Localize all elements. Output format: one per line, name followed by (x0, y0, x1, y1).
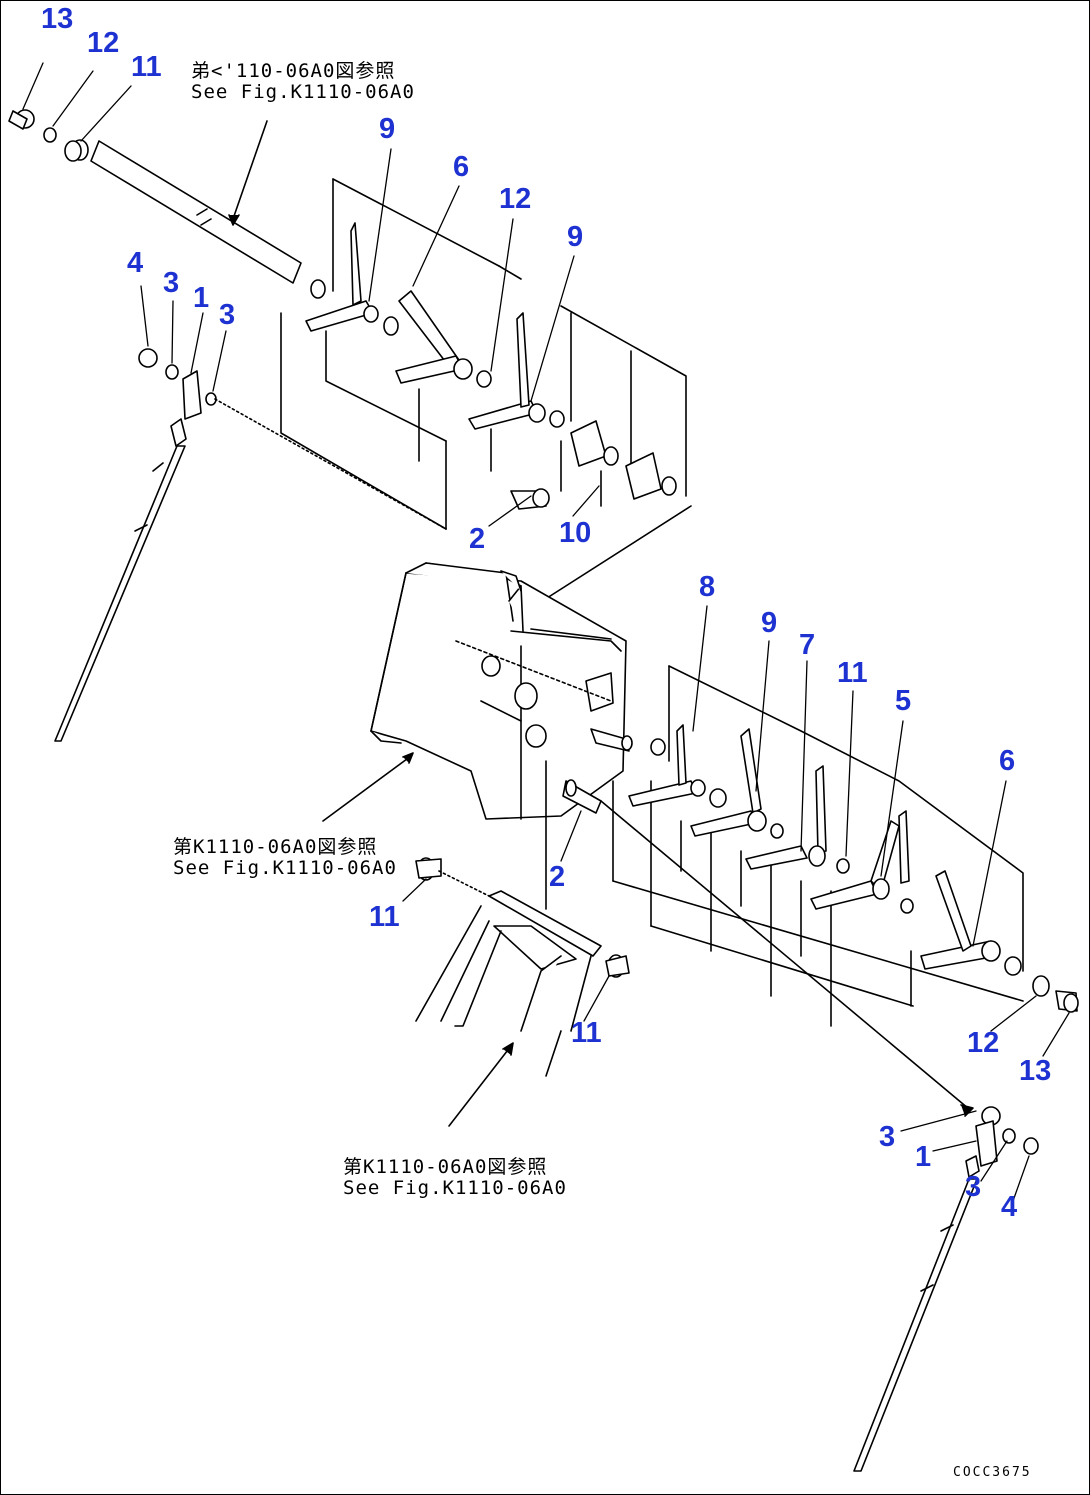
callout-9: 9 (379, 113, 396, 145)
reference-jp-text: 第K1110-06A0図参照 (173, 836, 378, 858)
center-housing (370, 562, 633, 820)
upper-bracket-outline (280, 178, 692, 622)
callout-4: 4 (127, 247, 144, 279)
right-rod (853, 1106, 1039, 1472)
callout-13: 13 (1019, 1055, 1052, 1087)
top-shaft (8, 109, 302, 284)
left-rod (54, 348, 447, 742)
callout-3: 3 (965, 1171, 982, 1203)
reference-en-text: See Fig.K1110-06A0 (173, 857, 397, 880)
callout-4: 4 (1001, 1191, 1018, 1223)
callout-11: 11 (571, 1017, 602, 1049)
reference-en-text: See Fig.K1110-06A0 (191, 81, 415, 104)
upper-levers (305, 222, 677, 510)
callout-11: 11 (131, 51, 162, 83)
figure-reference-bottom: 第K1110-06A0図参照 See Fig.K1110-06A0 (343, 1156, 567, 1200)
reference-jp-text: 第K1110-06A0図参照 (343, 1156, 548, 1178)
callout-8: 8 (699, 571, 716, 603)
drawing-code: COCC3675 (953, 1465, 1032, 1480)
reference-en-text: See Fig.K1110-06A0 (343, 1177, 567, 1200)
callout-11: 11 (369, 901, 400, 933)
bottom-linkage (415, 760, 630, 1077)
callout-3: 3 (219, 299, 236, 331)
figure-reference-middle: 第K1110-06A0図参照 See Fig.K1110-06A0 (173, 836, 397, 880)
lower-levers (562, 724, 1079, 1013)
callout-1: 1 (193, 282, 210, 314)
lower-bracket-outline (600, 665, 1024, 1117)
callout-12: 12 (87, 27, 120, 59)
callout-9: 9 (567, 221, 584, 253)
leader-lines (22, 62, 1070, 1202)
callout-6: 6 (453, 151, 470, 183)
mid-ref-arrow (322, 752, 414, 822)
callout-2: 2 (469, 523, 486, 555)
bottom-ref-arrow (448, 1042, 514, 1127)
callout-12: 12 (967, 1027, 1000, 1059)
reference-jp-text: 弟<'110-06A0図参照 (191, 60, 396, 82)
top-ref-arrow (228, 120, 268, 226)
callout-7: 7 (799, 629, 816, 661)
callout-5: 5 (895, 685, 912, 717)
callout-12: 12 (499, 183, 532, 215)
callout-3: 3 (163, 267, 180, 299)
callout-13: 13 (41, 3, 74, 35)
callout-2: 2 (549, 861, 566, 893)
housing-link-line (455, 640, 612, 702)
callout-11: 11 (837, 657, 868, 689)
callout-10: 10 (559, 517, 592, 549)
callout-9: 9 (761, 607, 778, 639)
callout-6: 6 (999, 745, 1016, 777)
callout-1: 1 (915, 1141, 932, 1173)
callout-3: 3 (879, 1121, 896, 1153)
figure-reference-top: 弟<'110-06A0図参照 See Fig.K1110-06A0 (191, 60, 415, 104)
